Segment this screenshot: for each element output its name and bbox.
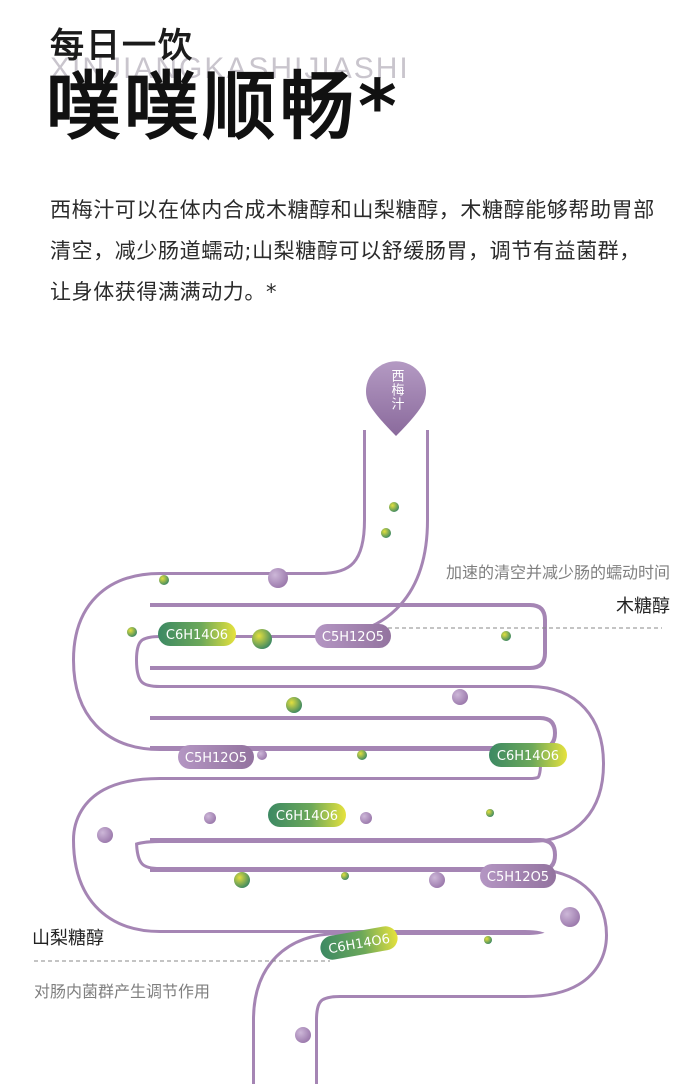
dot xyxy=(501,631,511,641)
pill-c6h14o6: C6H14O6 xyxy=(268,803,346,827)
dot xyxy=(389,502,399,512)
pill-formula: C6H14O6 xyxy=(497,749,559,764)
xylitol-effect-text: 加速的清空并减少肠的蠕动时间 xyxy=(446,563,670,582)
dot xyxy=(357,750,367,760)
dot xyxy=(295,1027,311,1043)
dot xyxy=(452,689,468,705)
dot xyxy=(252,629,272,649)
pills: C6H14O6 C5H12O5 C5H12O5 C6H14O6 C6H14O6 … xyxy=(158,622,567,960)
pill-formula: C5H12O5 xyxy=(185,751,247,766)
pill-c6h14o6: C6H14O6 xyxy=(320,926,398,960)
pill-c6h14o6: C6H14O6 xyxy=(489,743,567,767)
prune-juice-drop: 西梅汁 xyxy=(366,361,426,436)
xylitol-label: 木糖醇 xyxy=(616,596,670,617)
pill-c5h12o5: C5H12O5 xyxy=(480,864,556,888)
sorbitol-label: 山梨糖醇 xyxy=(32,928,104,949)
pill-formula: C5H12O5 xyxy=(487,870,549,885)
annotations: 加速的清空并减少肠的蠕动时间 木糖醇 山梨糖醇 对肠内菌群产生调节作用 xyxy=(32,563,670,1001)
pill-c6h14o6: C6H14O6 xyxy=(158,622,236,646)
intestine-tube xyxy=(72,430,608,1084)
dot xyxy=(257,750,267,760)
dot xyxy=(234,872,250,888)
dot xyxy=(341,872,349,880)
pill-c5h12o5: C5H12O5 xyxy=(178,745,254,769)
dot xyxy=(204,812,216,824)
drop-label: 西梅汁 xyxy=(389,369,405,411)
pill-formula: C5H12O5 xyxy=(322,630,384,645)
description-text: 西梅汁可以在体内合成木糖醇和山梨糖醇，木糖醇能够帮助胃部清空，减少肠道蠕动;山梨… xyxy=(50,198,655,304)
pill-formula: C6H14O6 xyxy=(166,628,228,643)
nutrient-dots xyxy=(97,502,580,1043)
intestine-diagram: 西梅汁 C6H14O6 C5H12O5 xyxy=(32,361,670,1084)
page-subtitle: 每日一饮 xyxy=(50,26,194,66)
dot xyxy=(429,872,445,888)
dot xyxy=(268,568,288,588)
dot xyxy=(127,627,137,637)
dot xyxy=(97,827,113,843)
pill-formula: C6H14O6 xyxy=(276,809,338,824)
dot xyxy=(560,907,580,927)
dot xyxy=(486,809,494,817)
dot xyxy=(286,697,302,713)
pill-c5h12o5: C5H12O5 xyxy=(315,624,391,648)
dot xyxy=(381,528,391,538)
page-title: 噗噗顺畅* xyxy=(46,64,401,150)
watermark-text: XINJIANGKASHIJIASHI xyxy=(50,52,410,85)
dot xyxy=(159,575,169,585)
sorbitol-effect-text: 对肠内菌群产生调节作用 xyxy=(34,982,210,1001)
dot xyxy=(484,936,492,944)
dot xyxy=(360,812,372,824)
